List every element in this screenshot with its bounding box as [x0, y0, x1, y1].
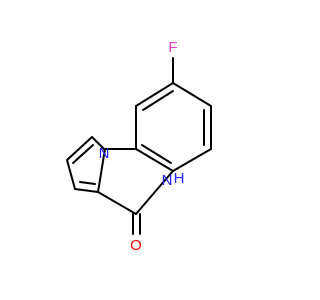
molecule-structure: F N N H O [66, 38, 212, 254]
benzene-ring [135, 82, 212, 172]
bond-c9-c8 [135, 82, 174, 107]
bond-c2-c3 [66, 159, 76, 190]
bond-c6-c5a [172, 148, 212, 172]
bond-c8-c7 [172, 82, 212, 107]
pyrrole-nitrogen-label: N [99, 145, 110, 162]
bond-c5a-c9a-inner [141, 144, 172, 164]
pyrrole-ring [66, 136, 105, 193]
bond-c3-c3a [74, 188, 99, 193]
bond-nh-c5a [159, 170, 174, 187]
amide-hydrogen-label: H [174, 170, 185, 187]
bond-c1-c2-inner [72, 144, 94, 164]
bond-n-c3a [97, 148, 106, 193]
bond-c3-c3a-inner [79, 181, 96, 185]
amide-nitrogen-label: N [162, 172, 173, 189]
pyrazinone-ring [97, 148, 174, 215]
bond-c5a-c9a [135, 148, 174, 172]
carbonyl-oxygen-label: O [130, 237, 142, 254]
bond-c9-c8-inner [142, 90, 174, 111]
fluorine-label: F [168, 39, 177, 56]
bond-c1-c2 [66, 136, 93, 161]
bond-n-c1 [91, 136, 105, 150]
bond-c3a-c4 [97, 191, 137, 215]
bond-c4-nh [135, 185, 161, 215]
